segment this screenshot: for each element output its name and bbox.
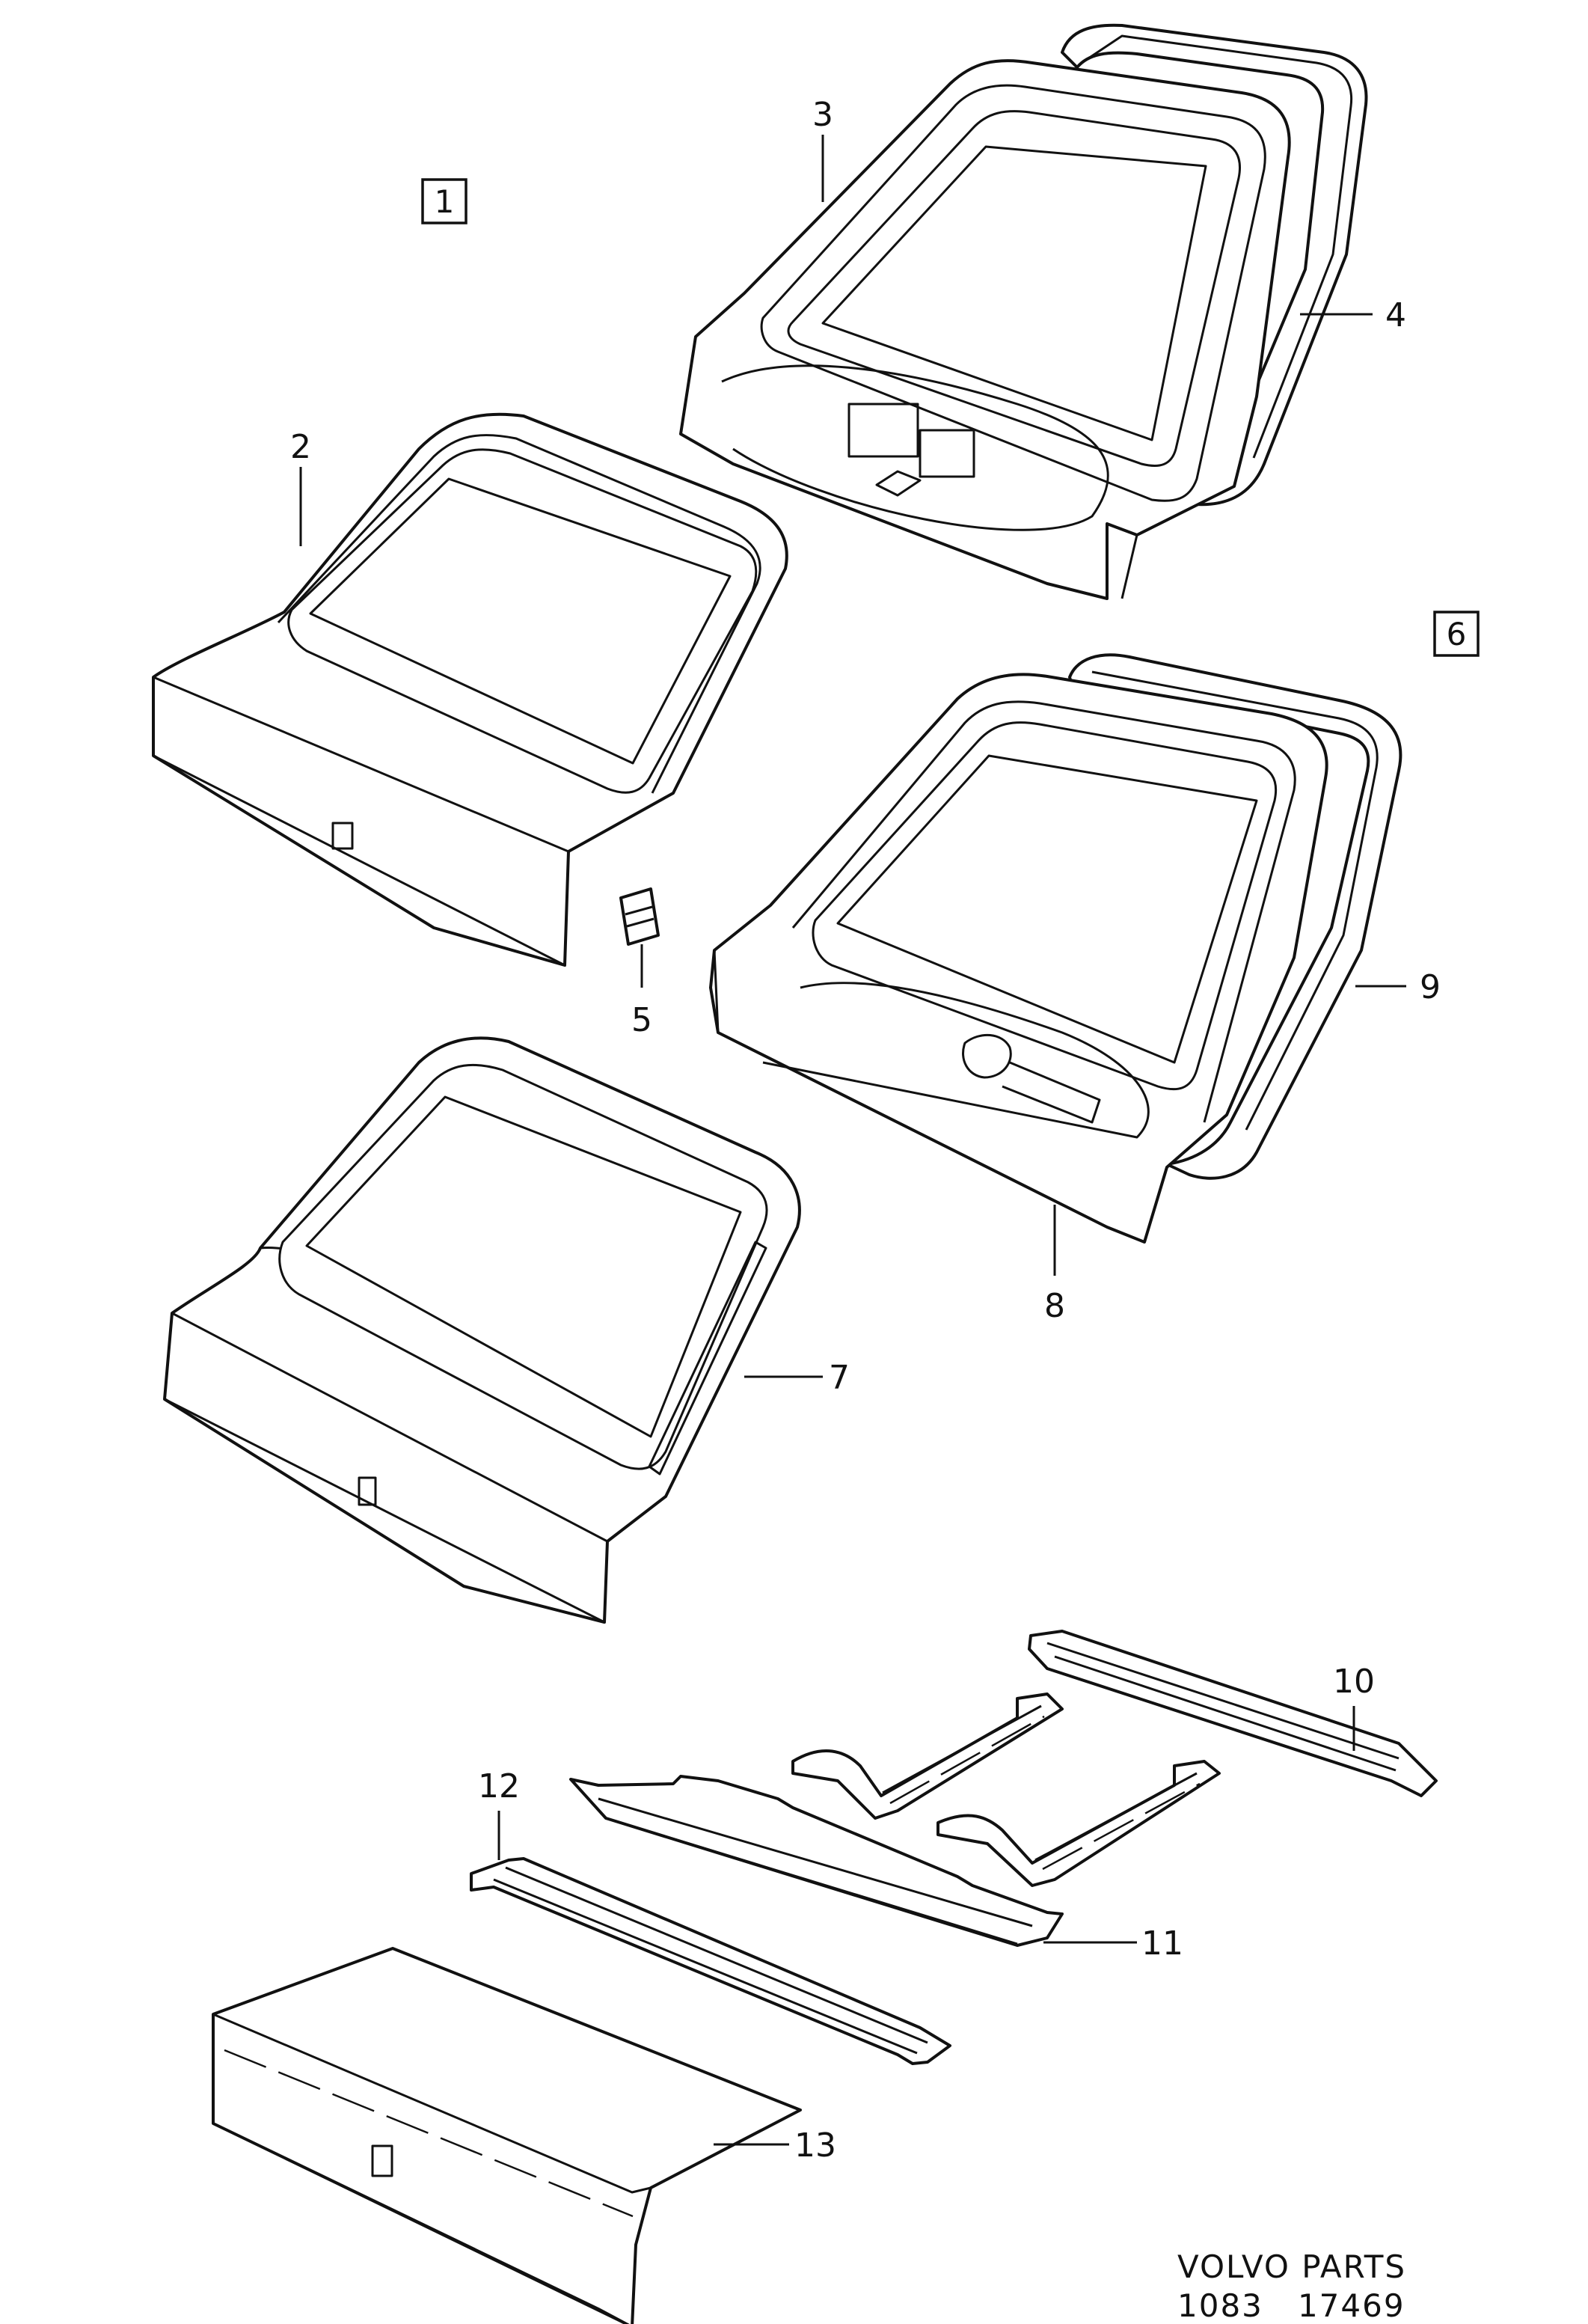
part-12-sill: [470, 1811, 951, 2065]
part-5-bracket: [619, 887, 660, 988]
part-13-panel: [212, 1947, 802, 2324]
support-bracket-upper: [791, 1692, 1064, 1820]
group-label-1: 1: [421, 178, 467, 224]
group-label-1-text: 1: [435, 183, 455, 220]
part-10-rail: [1028, 1630, 1438, 1797]
footer: VOLVO PARTS 1083 17469: [1177, 2248, 1406, 2324]
callout-4: 4: [1385, 296, 1406, 334]
leader-lines: [299, 135, 1406, 988]
callout-8: 8: [1044, 1287, 1065, 1325]
footer-brand: VOLVO PARTS: [1177, 2248, 1406, 2285]
callout-2: 2: [290, 428, 311, 466]
callout-7: 7: [829, 1359, 850, 1397]
part-7-tailgate-outer: [163, 1036, 823, 1624]
callout-5: 5: [631, 1001, 652, 1039]
callout-3: 3: [812, 96, 833, 134]
support-bracket-lower: [936, 1760, 1221, 1887]
callout-12: 12: [478, 1767, 520, 1805]
part-3-tailgate-inner: [679, 59, 1291, 600]
part-9-seal: [1068, 653, 1402, 1180]
part-2-tailgate-outer: [152, 412, 788, 967]
callout-10: 10: [1333, 1663, 1375, 1701]
part-11-crossmember: [569, 1775, 1137, 1947]
callout-11: 11: [1141, 1924, 1183, 1963]
part-8-tailgate-inner: [709, 673, 1328, 1276]
callouts: 3 4 2 5 9 8 7 10 11 12 13: [290, 96, 1441, 2165]
callout-13: 13: [794, 2126, 836, 2165]
footer-code: 1083 17469: [1177, 2287, 1405, 2324]
group-label-6: 6: [1433, 611, 1480, 657]
group-label-6-text: 6: [1447, 616, 1467, 652]
callout-9: 9: [1420, 968, 1441, 1006]
